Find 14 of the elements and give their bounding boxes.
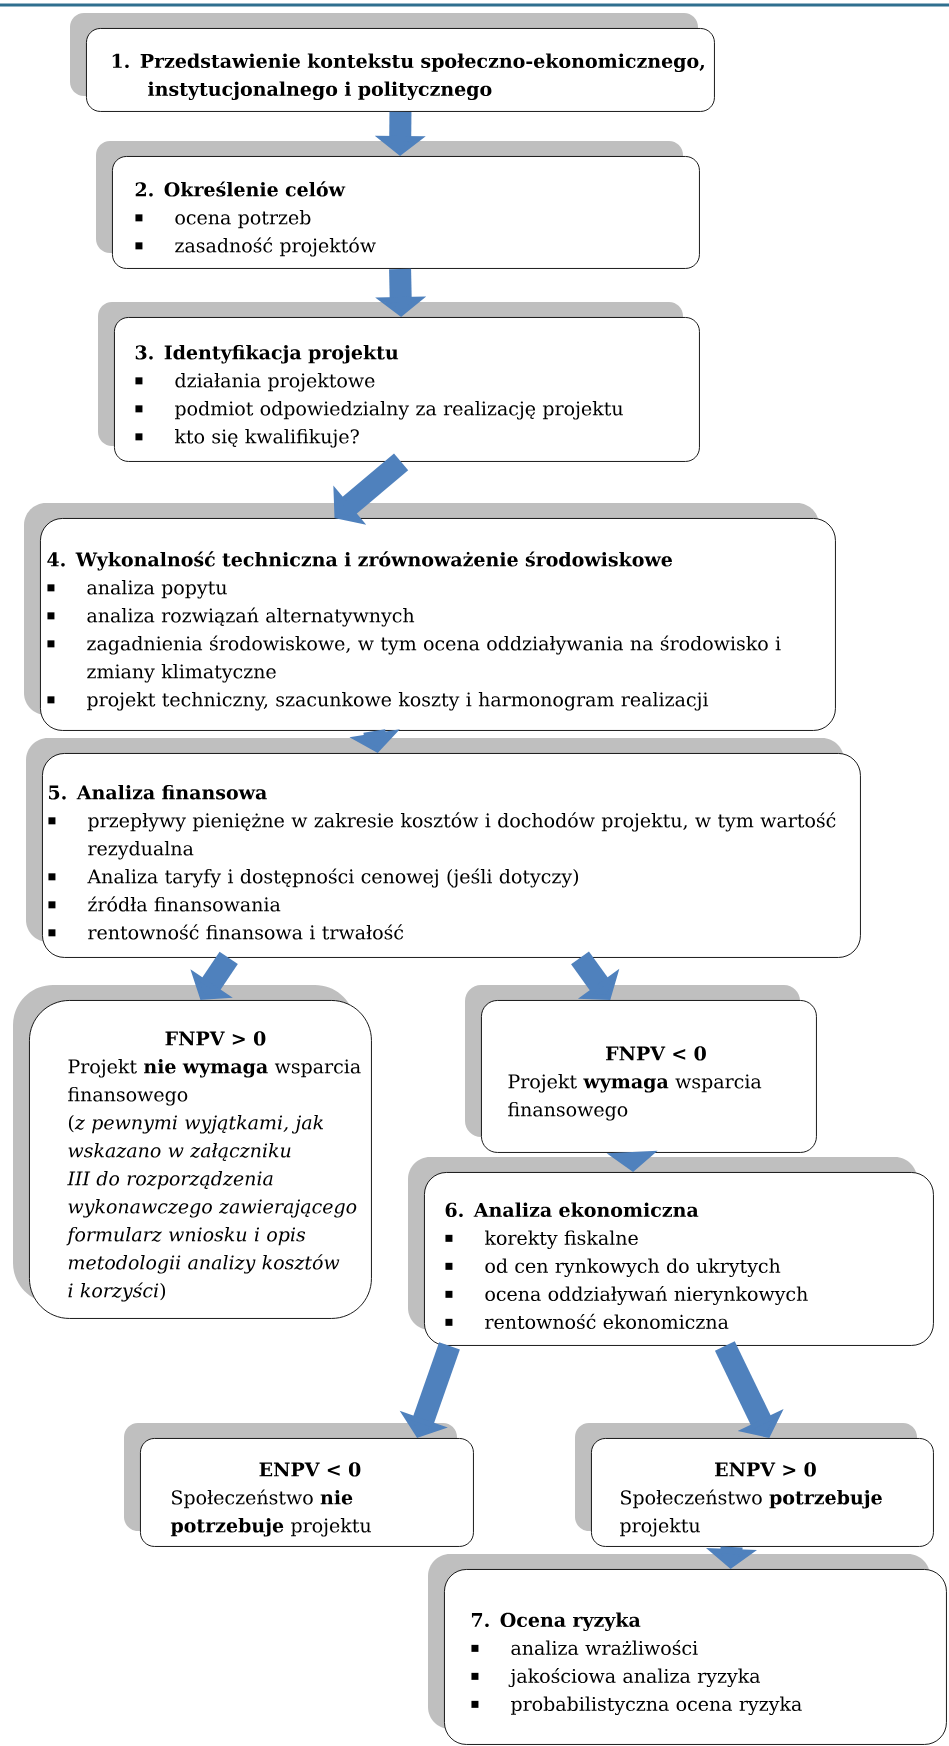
process-box: 2. Określenie celów ocena potrzeb zasadność projektów	[112, 156, 700, 269]
process-box: 7. Ocena ryzyka analiza wrażliwości jakościowa analiza ryzyka probabilistyczna ocena ryzyka	[444, 1569, 947, 1745]
process-box: 4. Wykonalność techniczna i zrównoważenie środowiskowe analiza popytu analiza rozwiązań alternatywnych zagadnienia środowiskowe, w tym ocena oddziaływania na środowisko i zmiany klimatyczne projekt techniczny, szacunkowe koszty i harmonogram realizacji	[40, 518, 836, 731]
process-box: 5. Analiza finansowa przepływy pieniężne w zakresie kosztów i dochodów projektu, w tym wartość rezydualna Analiza taryfy i dostępności cenowej (jeśli dotyczy) źródła finansowania rentowność finansowa i trwałość	[42, 753, 861, 958]
process-box: FNPV > 0 Projekt nie wymaga wsparcia finansowego (z pewnymi wyjątkami, jak wskazano w załączniku III do rozporządzenia wykonawczego zawierającego formularz wniosku i opis metodologii analizy kosztów i korzyści)	[29, 1000, 372, 1319]
block-arrow	[333, 453, 409, 525]
block-arrow	[571, 951, 620, 1000]
process-box: ENPV > 0 Społeczeństwo potrzebuje projektu	[591, 1438, 934, 1547]
process-box: 1. Przedstawienie kontekstu społeczno-ekonomicznego, instytucjonalnego i politycznego	[86, 28, 715, 112]
block-arrow	[714, 1341, 784, 1438]
process-box: 3. Identyfikacja projektu działania projektowe podmiot odpowiedzialny za realizację projektu kto się kwalifikuje?	[114, 317, 700, 462]
process-box: ENPV < 0 Społeczeństwo nie potrzebuje projektu	[140, 1438, 474, 1547]
process-box: 6. Analiza ekonomiczna korekty fiskalne od cen rynkowych do ukrytych ocena oddziaływań nierynkowych rentowność ekonomiczna	[424, 1172, 934, 1346]
process-box: FNPV < 0 Projekt wymaga wsparcia finansowego	[481, 1000, 817, 1153]
